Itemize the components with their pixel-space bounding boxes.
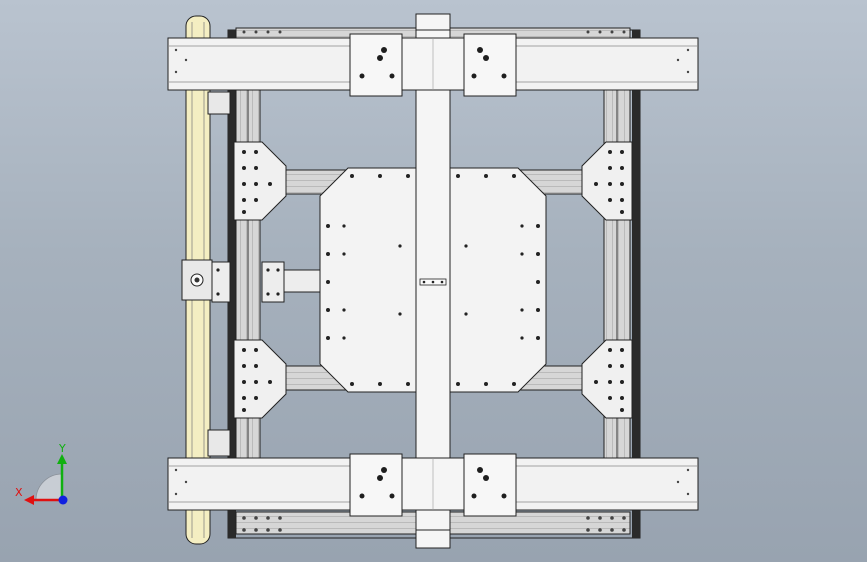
gusset-plates xyxy=(233,141,633,419)
clamp-blocks xyxy=(349,33,517,517)
beam-bolts xyxy=(174,30,690,532)
left-arm xyxy=(211,261,321,303)
y-axis-label: Y xyxy=(58,442,66,455)
axis-triad: Y X xyxy=(15,442,68,505)
gusset-holes xyxy=(242,150,624,412)
belt-column xyxy=(181,15,231,545)
clamp-holes xyxy=(359,47,507,499)
z-axis-dot xyxy=(58,495,68,505)
x-axis-label: X xyxy=(15,486,23,499)
center-column xyxy=(401,13,465,549)
